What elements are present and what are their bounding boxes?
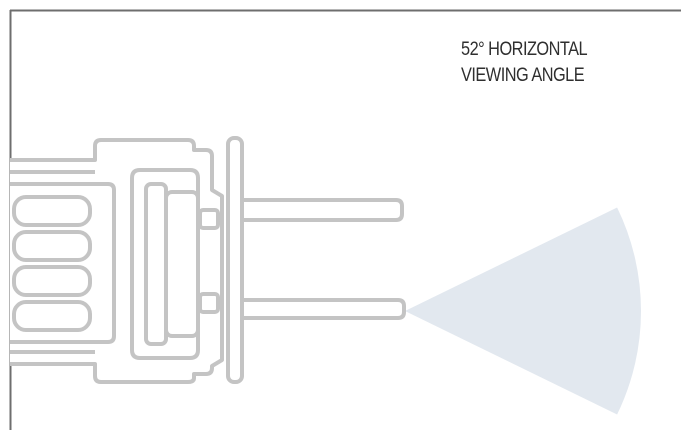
counterweight-slot [12, 230, 92, 262]
viewing-angle-cone [405, 207, 642, 415]
forklift-carriage [164, 190, 200, 338]
counterweight-slot [12, 265, 92, 297]
forklift-mast [226, 136, 244, 384]
counterweight-slot [12, 195, 92, 227]
caption-line-2: VIEWING ANGLE [461, 65, 585, 86]
fork-upper [240, 198, 404, 222]
mast-block [198, 292, 220, 314]
counterweight-slot [12, 300, 92, 332]
forklift-top-view [10, 136, 406, 384]
caption-line-1: 52° HORIZONTAL [461, 39, 588, 60]
viewing-angle-caption: 52° HORIZONTAL VIEWING ANGLE [461, 37, 608, 89]
forklift-body-inner [10, 182, 116, 344]
mast-block [198, 208, 220, 230]
forklift-cab-inner [144, 182, 168, 346]
fork-lower [240, 298, 406, 320]
